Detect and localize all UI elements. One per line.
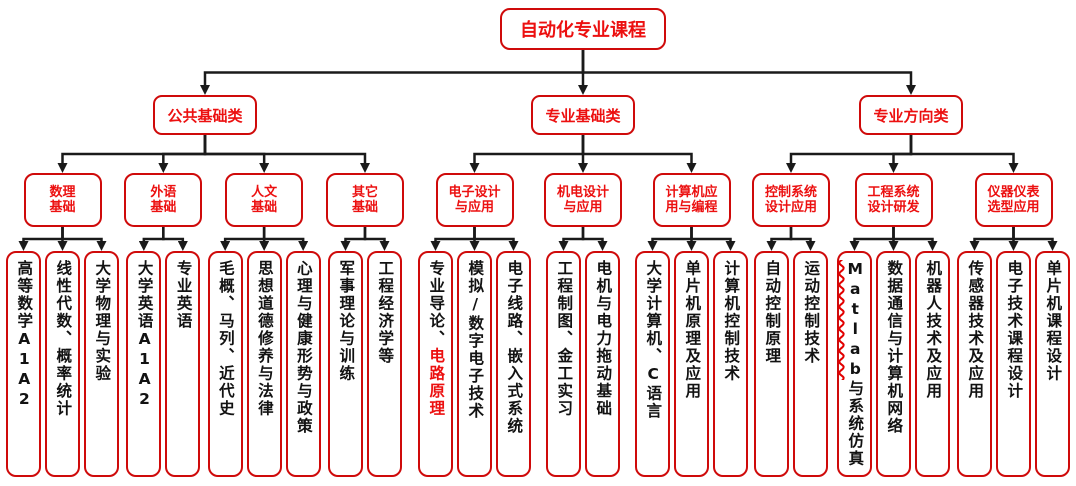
course-leaf-node: 传感器技术及应用 bbox=[957, 251, 992, 477]
course-leaf-label: 机器人技术及应用 bbox=[924, 260, 943, 400]
course-leaf-node: Matlab与系统仿真 bbox=[837, 251, 872, 477]
group-node: 数理 基础 bbox=[23, 173, 102, 227]
course-leaf-label: Matlab与系统仿真 bbox=[846, 260, 865, 468]
course-leaf-label: 单片机原理及应用 bbox=[683, 260, 702, 400]
course-leaf-node: 高等数学A1A2 bbox=[6, 251, 41, 477]
leaf-row: 专业导论、电路原理 模拟/数字电子技术 电子线路、嵌入式系统 bbox=[418, 251, 531, 477]
course-leaf-label: 大学计算机、C语言 bbox=[644, 260, 663, 420]
leaf-row: 军事理论与训练 工程经济学等 bbox=[327, 251, 402, 477]
course-leaf-label: 自动控制原理 bbox=[763, 260, 782, 365]
group-column: 其它 基础军事理论与训练 工程经济学等 bbox=[325, 173, 404, 477]
course-leaf-label: 模拟/数字电子技术 bbox=[466, 260, 485, 420]
course-leaf-node: 心理与健康形势与政策 bbox=[285, 251, 321, 477]
course-leaf-node: 大学物理与实验 bbox=[84, 251, 119, 477]
group-column: 机电设计 与应用工程制图、金工实习 电机与电力拖动基础 bbox=[544, 173, 622, 477]
course-leaf-node: 军事理论与训练 bbox=[327, 251, 363, 477]
group-node: 工程系统 设计研发 bbox=[854, 173, 933, 227]
course-leaf-label: 军事理论与训练 bbox=[337, 260, 356, 383]
course-leaf-node: 大学计算机、C语言 bbox=[635, 251, 670, 477]
leaf-row: 大学英语A1A2 专业英语 bbox=[126, 251, 201, 477]
leaf-row: 工程制图、金工实习 电机与电力拖动基础 bbox=[546, 251, 620, 477]
course-leaf-label: 毛概、马列、近代史 bbox=[216, 260, 235, 418]
course-leaf-node: 单片机原理及应用 bbox=[674, 251, 709, 477]
group-column: 控制系统 设计应用自动控制原理 运动控制技术 bbox=[752, 173, 830, 477]
group-row: 电子设计 与应用专业导论、电路原理 模拟/数字电子技术 电子线路、嵌入式系统 机电设计… bbox=[418, 173, 748, 477]
branch-professional-directions: 专业方向类 控制系统 设计应用自动控制原理 运动控制技术 工程系统 设计研发 Matl… bbox=[752, 95, 1070, 477]
course-leaf-label: 工程经济学等 bbox=[376, 260, 395, 365]
course-leaf-label: 传感器技术及应用 bbox=[966, 260, 985, 400]
branch-node: 专业基础类 bbox=[531, 95, 635, 135]
course-leaf-node: 单片机课程设计 bbox=[1035, 251, 1070, 477]
course-leaf-node: 模拟/数字电子技术 bbox=[457, 251, 492, 477]
group-column: 外语 基础大学英语A1A2 专业英语 bbox=[124, 173, 203, 477]
course-leaf-label: 专业导论、电路原理 bbox=[427, 260, 446, 418]
group-node: 电子设计 与应用 bbox=[435, 173, 514, 227]
course-leaf-label: 大学物理与实验 bbox=[93, 260, 112, 383]
group-node: 仪器仪表 选型应用 bbox=[974, 173, 1053, 227]
course-leaf-label: 单片机课程设计 bbox=[1044, 260, 1063, 383]
branch-node: 公共基础类 bbox=[153, 95, 257, 135]
course-leaf-label: 数据通信与计算机网络 bbox=[885, 260, 904, 435]
group-node: 人文 基础 bbox=[225, 173, 304, 227]
course-leaf-node: 大学英语A1A2 bbox=[126, 251, 162, 477]
course-leaf-label: 计算机控制技术 bbox=[722, 260, 741, 383]
course-leaf-label: 线性代数、概率统计 bbox=[54, 260, 73, 418]
course-leaf-label: 思想道德修养与法律 bbox=[255, 260, 274, 418]
course-leaf-node: 专业导论、电路原理 bbox=[418, 251, 453, 477]
group-node: 机电设计 与应用 bbox=[544, 173, 622, 227]
group-node: 其它 基础 bbox=[325, 173, 404, 227]
course-leaf-label: 高等数学A1A2 bbox=[15, 260, 34, 410]
leaf-row: 大学计算机、C语言 单片机原理及应用 计算机控制技术 bbox=[635, 251, 748, 477]
branch-professional-basics: 专业基础类 电子设计 与应用专业导论、电路原理 模拟/数字电子技术 电子线路、嵌入式… bbox=[418, 95, 748, 477]
course-leaf-node: 电子技术课程设计 bbox=[996, 251, 1031, 477]
group-column: 人文 基础毛概、马列、近代史 思想道德修养与法律 心理与健康形势与政策 bbox=[207, 173, 321, 477]
course-leaf-node: 工程经济学等 bbox=[366, 251, 402, 477]
course-leaf-label: 心理与健康形势与政策 bbox=[294, 260, 313, 435]
course-leaf-label: 电机与电力拖动基础 bbox=[594, 260, 613, 418]
course-leaf-node: 电机与电力拖动基础 bbox=[585, 251, 620, 477]
course-leaf-label: 运动控制技术 bbox=[802, 260, 821, 365]
group-column: 电子设计 与应用专业导论、电路原理 模拟/数字电子技术 电子线路、嵌入式系统 bbox=[418, 173, 531, 477]
leaf-row: Matlab与系统仿真 数据通信与计算机网络 机器人技术及应用 bbox=[837, 251, 950, 477]
group-column: 工程系统 设计研发 Matlab与系统仿真 数据通信与计算机网络 机器人技术及应用 bbox=[837, 173, 950, 477]
course-leaf-label: 电子线路、嵌入式系统 bbox=[505, 260, 524, 435]
course-leaf-node: 数据通信与计算机网络 bbox=[876, 251, 911, 477]
group-column: 数理 基础高等数学A1A2 线性代数、概率统计 大学物理与实验 bbox=[6, 173, 119, 477]
course-leaf-node: 电子线路、嵌入式系统 bbox=[496, 251, 531, 477]
course-leaf-label: 大学英语A1A2 bbox=[135, 260, 154, 410]
course-leaf-node: 自动控制原理 bbox=[754, 251, 789, 477]
course-leaf-node: 专业英语 bbox=[165, 251, 201, 477]
course-leaf-node: 工程制图、金工实习 bbox=[546, 251, 581, 477]
root-node: 自动化专业课程 bbox=[500, 8, 666, 50]
group-column: 计算机应 用与编程大学计算机、C语言 单片机原理及应用 计算机控制技术 bbox=[635, 173, 748, 477]
group-column: 仪器仪表 选型应用传感器技术及应用 电子技术课程设计 单片机课程设计 bbox=[957, 173, 1070, 477]
leaf-row: 传感器技术及应用 电子技术课程设计 单片机课程设计 bbox=[957, 251, 1070, 477]
group-row: 控制系统 设计应用自动控制原理 运动控制技术 工程系统 设计研发 Matlab与系统仿… bbox=[752, 173, 1070, 477]
course-leaf-node: 线性代数、概率统计 bbox=[45, 251, 80, 477]
leaf-row: 高等数学A1A2 线性代数、概率统计 大学物理与实验 bbox=[6, 251, 119, 477]
group-node: 计算机应 用与编程 bbox=[652, 173, 731, 227]
leaf-row: 毛概、马列、近代史 思想道德修养与法律 心理与健康形势与政策 bbox=[207, 251, 321, 477]
course-leaf-node: 思想道德修养与法律 bbox=[246, 251, 282, 477]
course-leaf-node: 毛概、马列、近代史 bbox=[207, 251, 243, 477]
group-node: 控制系统 设计应用 bbox=[752, 173, 830, 227]
leaf-row: 自动控制原理 运动控制技术 bbox=[754, 251, 828, 477]
course-leaf-node: 机器人技术及应用 bbox=[915, 251, 950, 477]
branch-node: 专业方向类 bbox=[859, 95, 963, 135]
course-leaf-node: 运动控制技术 bbox=[793, 251, 828, 477]
group-node: 外语 基础 bbox=[124, 173, 203, 227]
course-leaf-label: 专业英语 bbox=[174, 260, 193, 330]
course-leaf-label: 工程制图、金工实习 bbox=[555, 260, 574, 418]
course-leaf-node: 计算机控制技术 bbox=[713, 251, 748, 477]
course-leaf-label: 电子技术课程设计 bbox=[1005, 260, 1024, 400]
